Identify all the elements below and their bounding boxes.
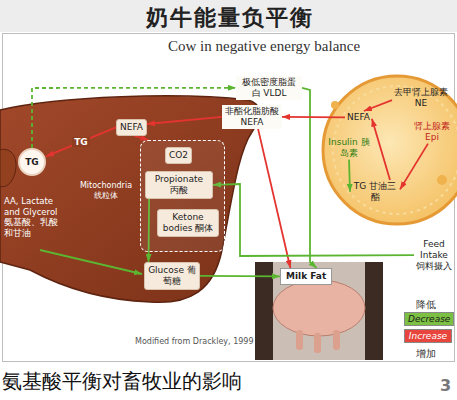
metabolite-box: Glucose 葡萄糖 — [144, 262, 200, 290]
node-text: Feed Intake 饲料摄入 — [416, 239, 452, 271]
legend-text: Increase — [408, 331, 448, 341]
liver-lobe — [0, 149, 16, 186]
edge-label: TG — [72, 137, 90, 147]
udder — [273, 280, 365, 336]
metabolite-label: 极低密度脂蛋白 VLDL — [236, 76, 302, 100]
node-text: 去甲肾上腺素 NE — [394, 87, 448, 109]
credit-note: Modified from Drackley, 1999 — [135, 337, 254, 346]
flow-arrow — [40, 250, 142, 274]
adipose-cell — [323, 76, 457, 224]
metabolite-box: NEFA — [116, 119, 147, 136]
metabolite-box: Propionate 丙酸 — [145, 171, 213, 199]
flow-arrow — [32, 88, 236, 148]
metabolite-label: TG 甘油三酯 — [350, 180, 400, 204]
hormone-label: 去甲肾上腺素 NE — [392, 86, 450, 110]
node-text: Glucose 葡萄糖 — [148, 265, 196, 287]
fat-droplet — [331, 101, 339, 109]
fat-droplet — [437, 175, 447, 185]
node-text: Insulin 胰岛素 — [328, 137, 370, 159]
node-text: 肾上腺素 Epi — [414, 121, 450, 143]
hormone-label: 肾上腺素 Epi — [412, 120, 452, 144]
metabolite-box: Ketone bodies 酮体 — [157, 209, 219, 237]
node-text: 非酯化脂肪酸 NEFA — [225, 106, 279, 128]
node-text: TG 甘油三酯 — [352, 181, 398, 203]
node-text: Mitochondria 线粒体 — [75, 181, 137, 201]
flow-arrow — [282, 116, 345, 118]
legend-heading: 降低 — [416, 298, 436, 312]
hormone-label: Insulin 胰岛素 — [326, 136, 372, 160]
metabolite-label: NEFA — [345, 111, 372, 124]
page-number: 3 — [440, 376, 451, 395]
legend-swatch: Decrease — [404, 312, 454, 326]
node-text: CO2 — [169, 150, 188, 161]
node-text: NEFA — [347, 112, 370, 123]
flow-arrow — [258, 129, 290, 268]
liver — [0, 96, 259, 302]
node-text: TG — [25, 157, 39, 168]
metabolite-label: 非酯化脂肪酸 NEFA — [222, 105, 282, 129]
node-text: NEFA — [120, 122, 143, 133]
flow-arrow — [200, 275, 280, 277]
metabolite-circle: TG — [18, 148, 46, 176]
node-text: 极低密度脂蛋白 VLDL — [239, 77, 299, 99]
title-band — [0, 0, 457, 32]
organelle-region: Mitochondria 线粒体CO2Propionate 丙酸Ketone b… — [140, 140, 225, 252]
caption: 氨基酸平衡对畜牧业的影响 — [2, 368, 242, 395]
flow-arrow — [349, 160, 350, 192]
input-label: Feed Intake 饲料摄入 — [414, 238, 454, 272]
legend-swatch: Increase — [404, 329, 452, 343]
node-text: Milk Fat — [286, 271, 326, 282]
flow-arrow — [400, 144, 428, 190]
legend-heading: 增加 — [416, 347, 436, 361]
teat — [296, 330, 303, 350]
flow-arrow — [147, 117, 222, 124]
cow-leg — [365, 262, 383, 360]
teat — [314, 333, 321, 353]
flow-arrow — [46, 127, 116, 156]
node-text: Ketone bodies 酮体 — [161, 212, 215, 234]
flow-arrow — [302, 88, 317, 268]
teat — [333, 330, 340, 350]
metabolite-box: CO2 — [165, 147, 192, 164]
legend-text: Decrease — [408, 314, 450, 324]
flow-arrow — [372, 119, 390, 180]
product-box: Milk Fat — [280, 268, 332, 285]
flow-arrow — [213, 184, 414, 256]
subtitle: Cow in negative energy balance — [168, 38, 360, 55]
slide-title: 奶牛能量负平衡 — [146, 3, 314, 33]
source-label: AA, Lactate and Glycerol 氨基酸、乳酸和甘油 — [4, 196, 66, 239]
flow-arrow — [364, 100, 392, 111]
node-text: Propionate 丙酸 — [149, 174, 209, 196]
